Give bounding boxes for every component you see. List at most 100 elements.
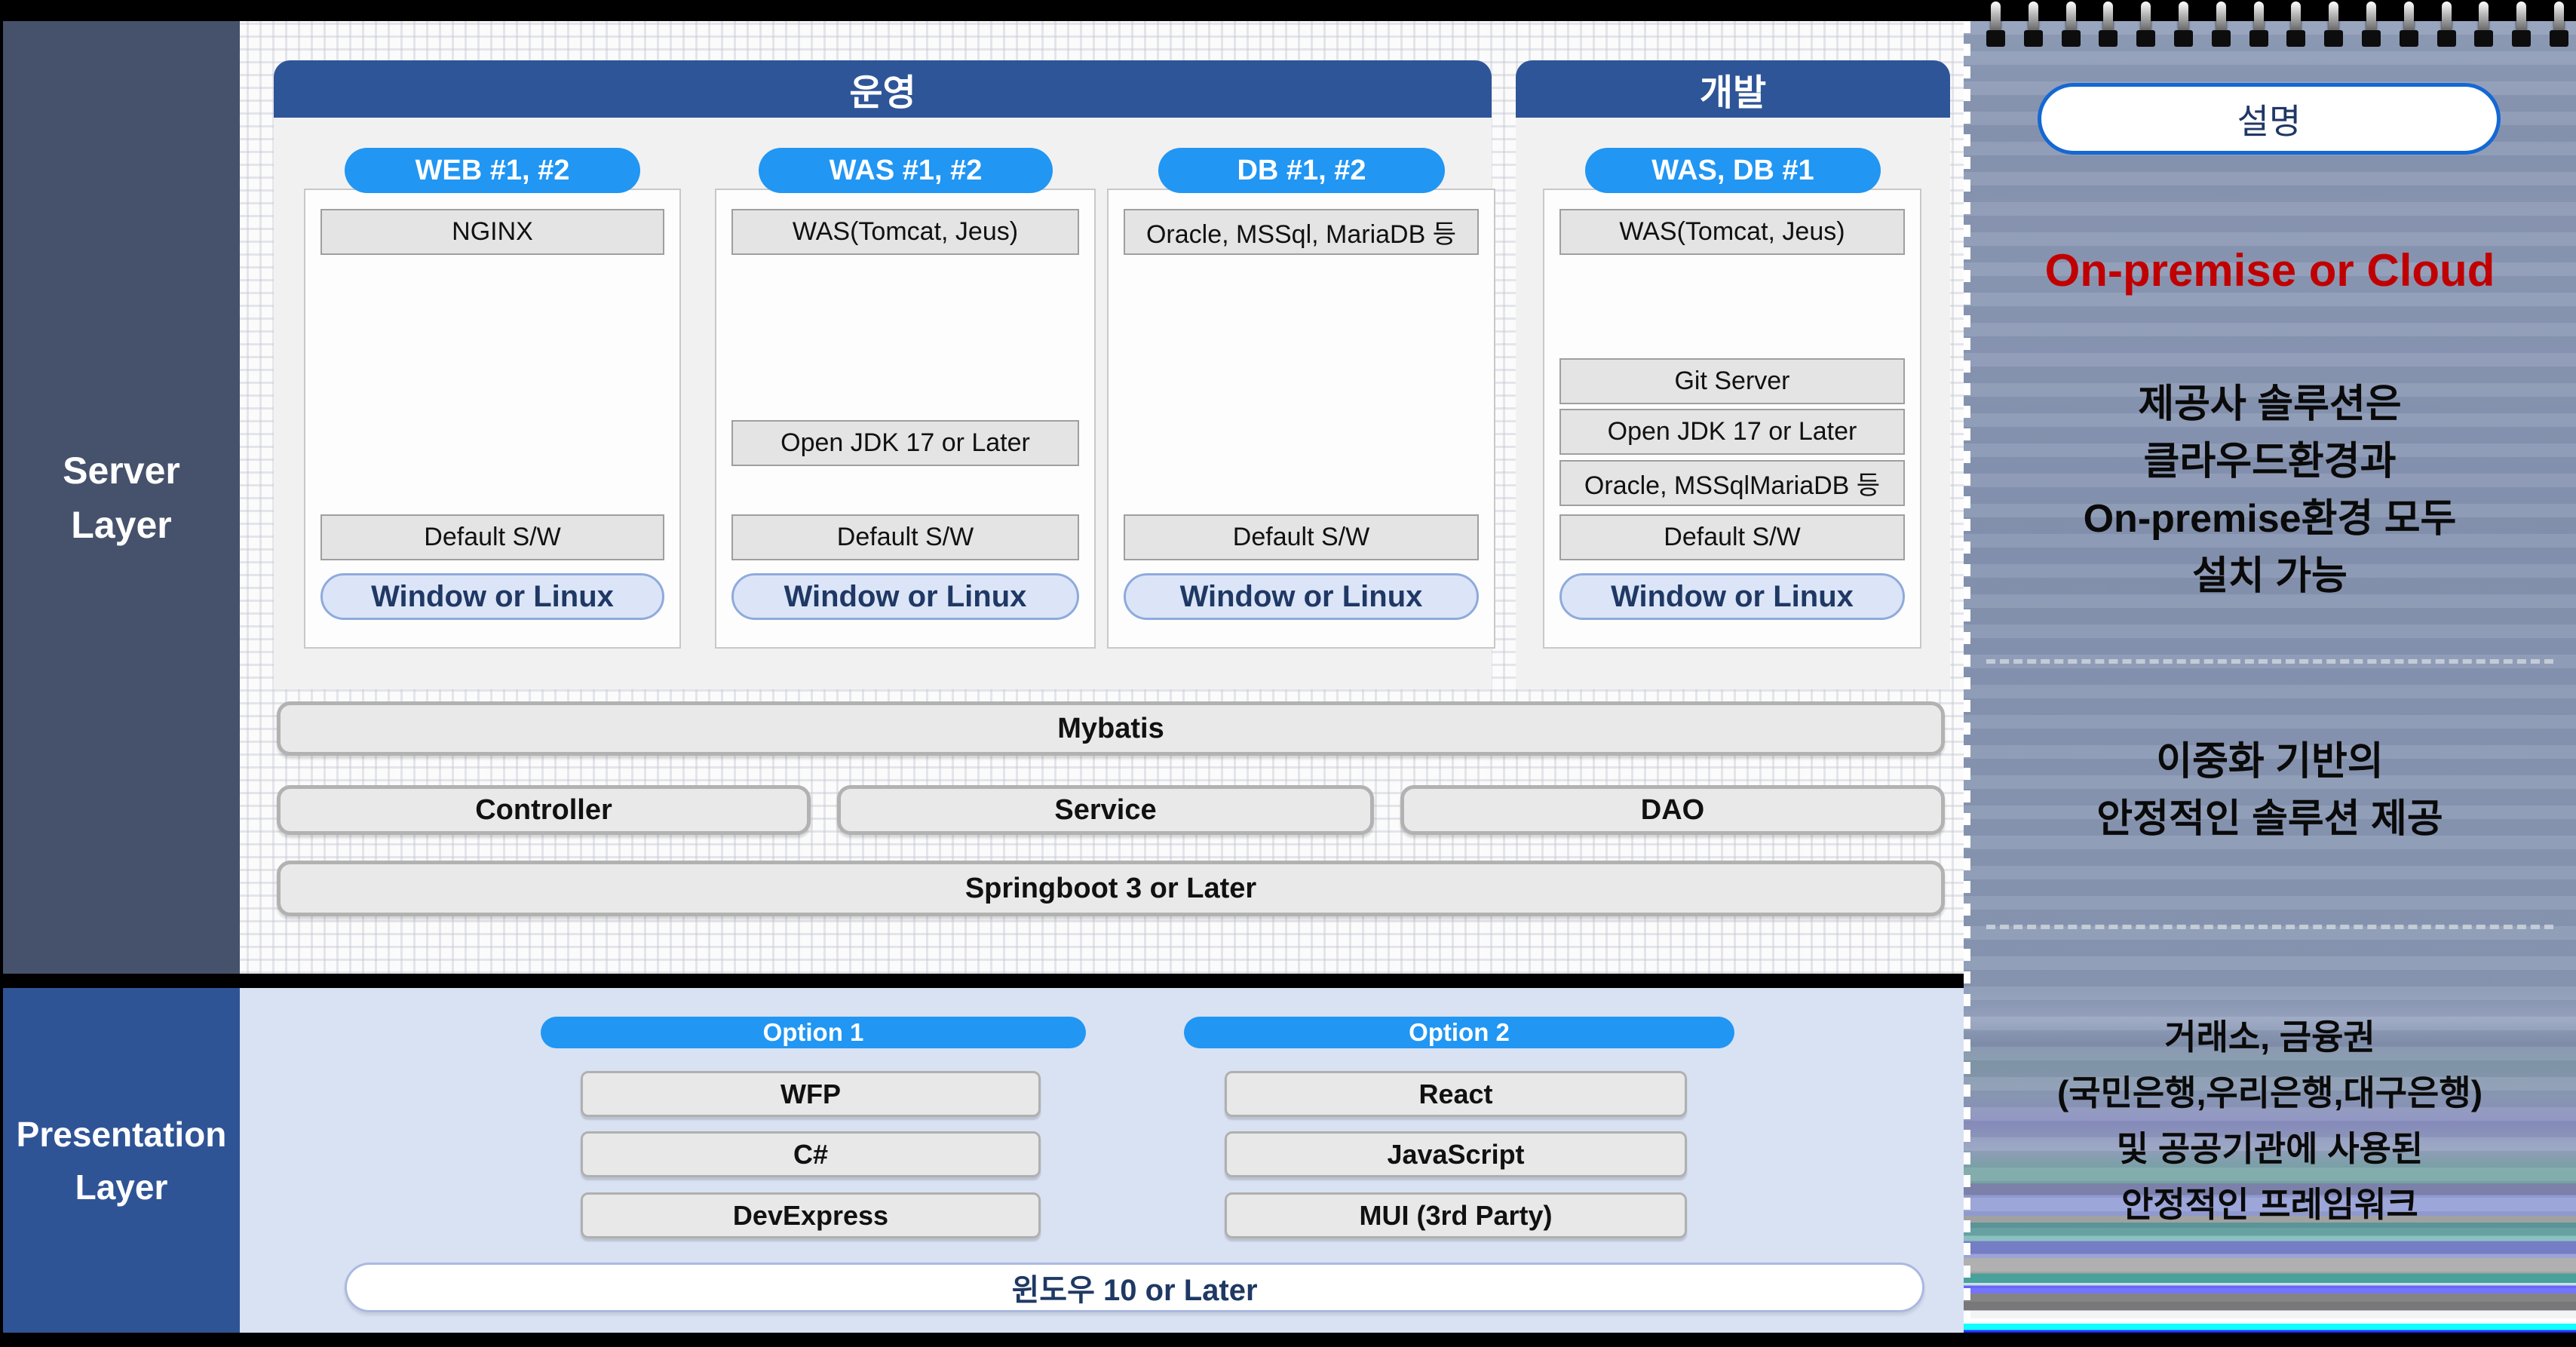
presentation-layer-sidebar: Presentation Layer bbox=[3, 988, 240, 1333]
option2-react-box: React bbox=[1225, 1071, 1687, 1117]
presentation-layer-title-line1: Presentation bbox=[16, 1114, 227, 1154]
option1-label: Option 1 bbox=[762, 1018, 864, 1046]
option2-javascript-label: JavaScript bbox=[1387, 1138, 1525, 1170]
server-layer-title-line2: Layer bbox=[71, 503, 172, 546]
option1-csharp-label: C# bbox=[793, 1138, 829, 1170]
notes-block3-line2: (국민은행,우리은행,대구은행) bbox=[2056, 1073, 2483, 1112]
db-oracle-box: Oracle, MSSql, MariaDB 등 bbox=[1124, 209, 1479, 255]
spiral-coil-icon bbox=[2286, 2, 2306, 47]
was-jdk-label: Open JDK 17 or Later bbox=[780, 428, 1030, 457]
dev-tomcat-box: WAS(Tomcat, Jeus) bbox=[1559, 209, 1905, 255]
column-db-pill-label: DB #1, #2 bbox=[1237, 154, 1366, 186]
dev-default-sw-label: Default S/W bbox=[1664, 523, 1801, 551]
springboot-label: Springboot 3 or Later bbox=[964, 872, 1257, 904]
web-os-label: Window or Linux bbox=[371, 579, 614, 613]
was-jdk-box: Open JDK 17 or Later bbox=[731, 420, 1079, 466]
server-layer-title-line1: Server bbox=[63, 449, 180, 492]
option2-pill: Option 2 bbox=[1184, 1017, 1734, 1048]
option1-csharp-box: C# bbox=[581, 1131, 1041, 1177]
mybatis-label: Mybatis bbox=[1057, 712, 1164, 744]
was-tomcat-label: WAS(Tomcat, Jeus) bbox=[792, 217, 1019, 246]
option2-javascript-box: JavaScript bbox=[1225, 1131, 1687, 1177]
controller-label: Controller bbox=[475, 793, 612, 826]
notes-block3-line3: 및 공공기관에 사용된 bbox=[2116, 1129, 2424, 1168]
was-os-label: Window or Linux bbox=[784, 579, 1027, 613]
dao-box: DAO bbox=[1400, 785, 1945, 835]
web-os-pill: Window or Linux bbox=[320, 573, 664, 620]
column-dev-pill: WAS, DB #1 bbox=[1585, 148, 1881, 193]
was-default-sw-label: Default S/W bbox=[836, 523, 974, 551]
db-os-pill: Window or Linux bbox=[1124, 573, 1479, 620]
ops-group-header: 운영 bbox=[274, 60, 1492, 118]
dev-jdk-label: Open JDK 17 or Later bbox=[1607, 417, 1857, 446]
notes-block1-line4: 설치 가능 bbox=[2192, 554, 2348, 598]
db-os-label: Window or Linux bbox=[1179, 579, 1423, 613]
column-was bbox=[715, 189, 1096, 649]
web-nginx-box: NGINX bbox=[320, 209, 664, 255]
notes-block-1: 제공사 솔루션은 클라우드환경과 On-premise환경 모두 설치 가능 bbox=[1964, 376, 2576, 605]
dev-group-header: 개발 bbox=[1516, 60, 1950, 118]
option1-pill: Option 1 bbox=[541, 1017, 1086, 1048]
dev-os-pill: Window or Linux bbox=[1559, 573, 1905, 620]
service-label: Service bbox=[1054, 793, 1157, 826]
dev-jdk-box: Open JDK 17 or Later bbox=[1559, 409, 1905, 455]
was-default-sw-box: Default S/W bbox=[731, 514, 1079, 560]
column-db bbox=[1107, 189, 1495, 649]
dev-os-label: Window or Linux bbox=[1611, 579, 1854, 613]
notes-block2-line1: 이중화 기반의 bbox=[2156, 740, 2384, 784]
notes-block3-line4: 안정적인 프레임워크 bbox=[2121, 1185, 2418, 1224]
dev-git-label: Git Server bbox=[1674, 367, 1790, 395]
notes-block3-line1: 거래소, 금융권 bbox=[2164, 1017, 2375, 1057]
dev-git-box: Git Server bbox=[1559, 358, 1905, 404]
web-nginx-label: NGINX bbox=[452, 217, 533, 246]
spiral-coil-icon bbox=[2474, 2, 2494, 47]
column-was-pill-label: WAS #1, #2 bbox=[829, 154, 983, 186]
dev-group-title: 개발 bbox=[1699, 73, 1767, 113]
notes-panel: 설명 On-premise or Cloud 제공사 솔루션은 클라우드환경과 … bbox=[1964, 21, 2576, 1333]
was-tomcat-box: WAS(Tomcat, Jeus) bbox=[731, 209, 1079, 255]
spiral-coil-icon bbox=[2549, 2, 2568, 47]
column-db-pill: DB #1, #2 bbox=[1158, 148, 1445, 193]
spiral-coil-icon bbox=[2399, 2, 2418, 47]
notes-separator-1 bbox=[1986, 659, 2553, 664]
mybatis-box: Mybatis bbox=[277, 701, 1945, 756]
column-web bbox=[304, 189, 681, 649]
spiral-binding bbox=[1986, 2, 2568, 47]
spiral-coil-icon bbox=[2211, 2, 2231, 47]
web-default-sw-box: Default S/W bbox=[320, 514, 664, 560]
option2-mui-label: MUI (3rd Party) bbox=[1359, 1199, 1553, 1231]
column-web-pill: WEB #1, #2 bbox=[345, 148, 640, 193]
notes-block1-line3: On-premise환경 모두 bbox=[2083, 497, 2457, 541]
spiral-coil-icon bbox=[2136, 2, 2156, 47]
notes-block2-line2: 안정적인 솔루션 제공 bbox=[2096, 797, 2443, 841]
section-divider bbox=[0, 974, 1964, 988]
dev-db-label: Oracle, MSSqlMariaDB 등 bbox=[1584, 471, 1881, 500]
db-default-sw-box: Default S/W bbox=[1124, 514, 1479, 560]
db-default-sw-label: Default S/W bbox=[1232, 523, 1370, 551]
column-dev-pill-label: WAS, DB #1 bbox=[1651, 154, 1814, 186]
spiral-coil-icon bbox=[2099, 2, 2118, 47]
web-default-sw-label: Default S/W bbox=[424, 523, 561, 551]
windows-os-label: 윈도우 10 or Later bbox=[1011, 1274, 1258, 1307]
spiral-coil-icon bbox=[2173, 2, 2193, 47]
notes-separator-2 bbox=[1986, 925, 2553, 929]
spiral-coil-icon bbox=[1986, 2, 2005, 47]
option1-wfp-box: WFP bbox=[581, 1071, 1041, 1117]
column-was-pill: WAS #1, #2 bbox=[759, 148, 1053, 193]
option2-mui-box: MUI (3rd Party) bbox=[1225, 1192, 1687, 1238]
db-oracle-label: Oracle, MSSql, MariaDB 등 bbox=[1145, 220, 1457, 249]
ops-group-title: 운영 bbox=[849, 73, 916, 113]
spiral-coil-icon bbox=[2061, 2, 2081, 47]
notes-title-label: 설명 bbox=[2237, 101, 2302, 141]
service-box: Service bbox=[837, 785, 1374, 835]
option1-devexpress-label: DevExpress bbox=[732, 1199, 889, 1231]
option2-label: Option 2 bbox=[1409, 1018, 1510, 1046]
controller-box: Controller bbox=[277, 785, 811, 835]
option1-devexpress-box: DevExpress bbox=[581, 1192, 1041, 1238]
notes-block1-line1: 제공사 솔루션은 bbox=[2138, 382, 2402, 426]
spiral-coil-icon bbox=[2361, 2, 2381, 47]
spiral-coil-icon bbox=[2023, 2, 2043, 47]
spiral-coil-icon bbox=[2436, 2, 2456, 47]
spiral-coil-icon bbox=[2324, 2, 2344, 47]
